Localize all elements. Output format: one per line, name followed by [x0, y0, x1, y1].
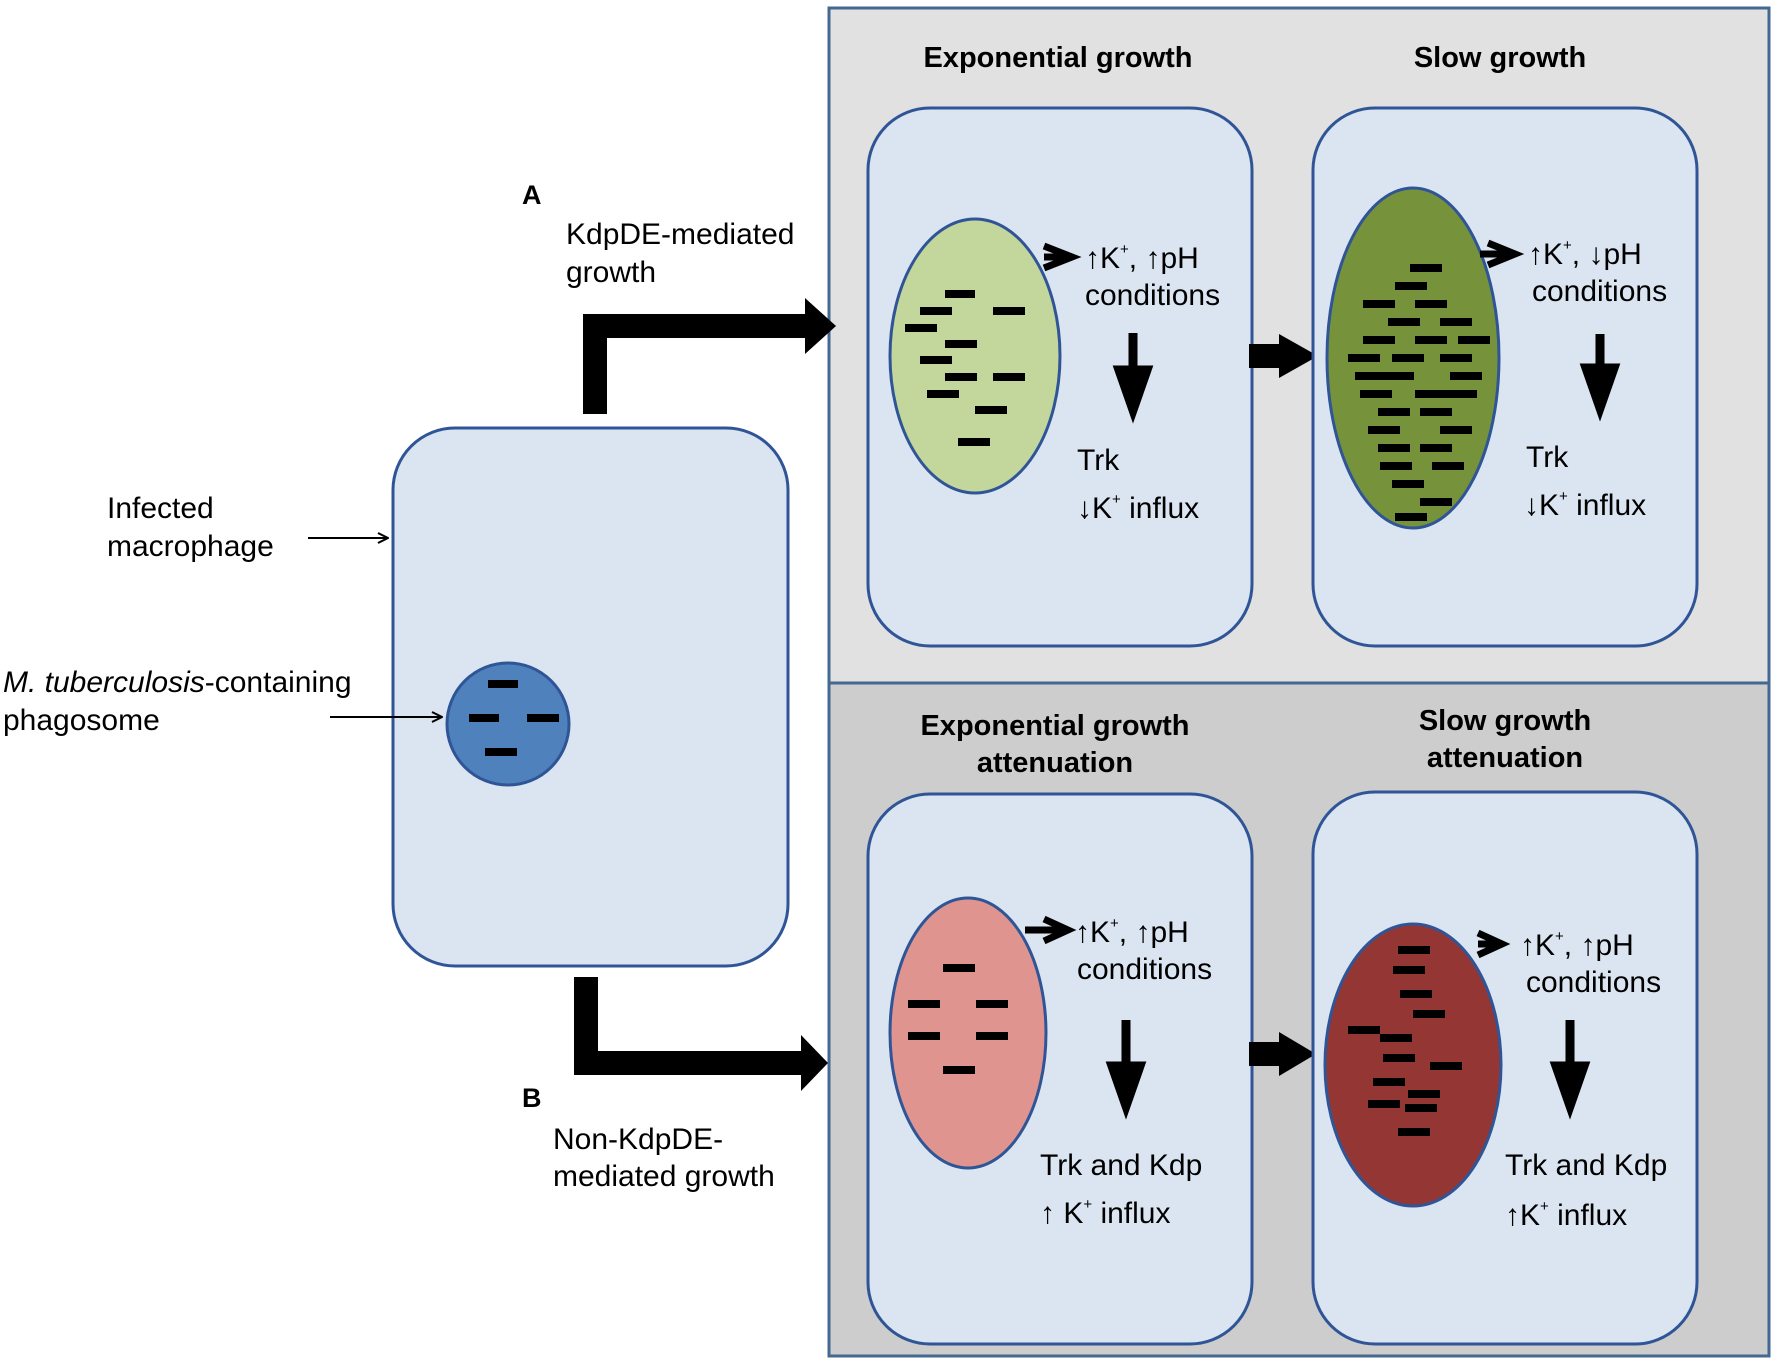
slow-attenuation-down-arrow: [1549, 1020, 1591, 1120]
exp-growth-panel: Exponential growth ↑K+, ↑pH conditions T…: [866, 42, 1254, 648]
slow-growth-bacilli: [1348, 264, 1490, 521]
phagosome-label-line1: M. tuberculosis-containing: [3, 666, 352, 699]
exp-attenuation-title-line1: Exponential growth: [920, 710, 1189, 742]
exp-attenuation-title-line2: attenuation: [977, 747, 1133, 779]
slow-attenuation-small-arrow: [1476, 929, 1511, 959]
pathway-b-arrow-bar: [574, 1051, 804, 1075]
transition-arrow-top-head: [1279, 334, 1318, 378]
pathway-b-label-line2: mediated growth: [553, 1160, 775, 1193]
exp-growth-conditions-line2: conditions: [1085, 279, 1220, 312]
transition-arrow-bottom-shaft: [1249, 1042, 1281, 1066]
exp-growth-conditions-line1: ↑K+, ↑pH: [1085, 241, 1199, 275]
pathway-a-arrow-head: [805, 298, 836, 354]
phagosome: [445, 661, 571, 787]
pathway-b-label-line1: Non-KdpDE-: [553, 1123, 723, 1156]
slow-growth-conditions-line2: conditions: [1532, 275, 1667, 308]
slow-growth-conditions-line1: ↑K+, ↓pH: [1528, 237, 1642, 271]
pathway-b-arrow-head: [801, 1035, 828, 1091]
pathway-a-label-line1: KdpDE-mediated: [566, 218, 794, 251]
slow-attenuation-panel: Slow growth attenuation ↑K+, ↑pH conditi…: [1311, 705, 1699, 1346]
exp-attenuation-conditions-line2: conditions: [1077, 953, 1212, 986]
slow-attenuation-transporter: Trk and Kdp: [1505, 1149, 1667, 1182]
exp-attenuation-down-arrow: [1105, 1020, 1147, 1120]
exp-attenuation-panel: Exponential growth attenuation ↑K+, ↑pH …: [866, 710, 1254, 1346]
phagosome-bacteria: [469, 680, 559, 756]
exp-growth-small-arrow: [1042, 242, 1082, 272]
pathway-a-label-line2: growth: [566, 256, 656, 289]
exp-growth-title: Exponential growth: [923, 42, 1192, 74]
slow-attenuation-title-line1: Slow growth: [1419, 705, 1591, 737]
slow-growth-influx: ↓K+ influx: [1524, 488, 1646, 522]
exp-growth-influx: ↓K+ influx: [1077, 491, 1199, 525]
exp-attenuation-influx: ↑ K+ influx: [1040, 1196, 1171, 1230]
slow-attenuation-title-line2: attenuation: [1427, 742, 1583, 774]
slow-attenuation-conditions-line1: ↑K+, ↑pH: [1520, 928, 1634, 962]
slow-growth-transporter: Trk: [1526, 441, 1569, 474]
slow-attenuation-conditions-line2: conditions: [1526, 966, 1661, 999]
transition-arrow-bottom-head: [1279, 1032, 1316, 1076]
slow-attenuation-influx: ↑K+ influx: [1505, 1198, 1627, 1232]
pathway-b-letter: B: [522, 1083, 542, 1113]
infected-macrophage-label-line1: Infected: [107, 492, 214, 525]
pathway-a-arrow-bar: [583, 314, 808, 338]
exp-attenuation-transporter: Trk and Kdp: [1040, 1149, 1202, 1182]
exp-growth-bacilli: [905, 290, 1025, 446]
infected-macrophage-label-line2: macrophage: [107, 530, 274, 563]
slow-growth-small-arrow: [1486, 239, 1525, 269]
slow-growth-title: Slow growth: [1414, 42, 1586, 74]
slow-growth-down-arrow: [1579, 334, 1621, 422]
pathway-a-letter: A: [522, 180, 542, 210]
exp-attenuation-bacilli: [908, 964, 1008, 1074]
slow-growth-panel: Slow growth: [1311, 42, 1699, 648]
infected-macrophage-cell: [391, 426, 790, 968]
exp-growth-down-arrow: [1112, 333, 1154, 424]
transition-arrow-top-shaft: [1249, 344, 1281, 368]
exp-attenuation-bacterium: [888, 896, 1048, 1170]
phagosome-label-line2: phagosome: [3, 704, 160, 737]
exp-attenuation-conditions-line1: ↑K+, ↑pH: [1075, 915, 1189, 949]
exp-growth-bacterium: [888, 217, 1062, 495]
slow-attenuation-bacilli: [1348, 946, 1462, 1136]
slow-attenuation-bacterium: [1323, 922, 1503, 1208]
exp-growth-transporter: Trk: [1077, 444, 1120, 477]
exp-attenuation-small-arrow: [1042, 915, 1077, 945]
